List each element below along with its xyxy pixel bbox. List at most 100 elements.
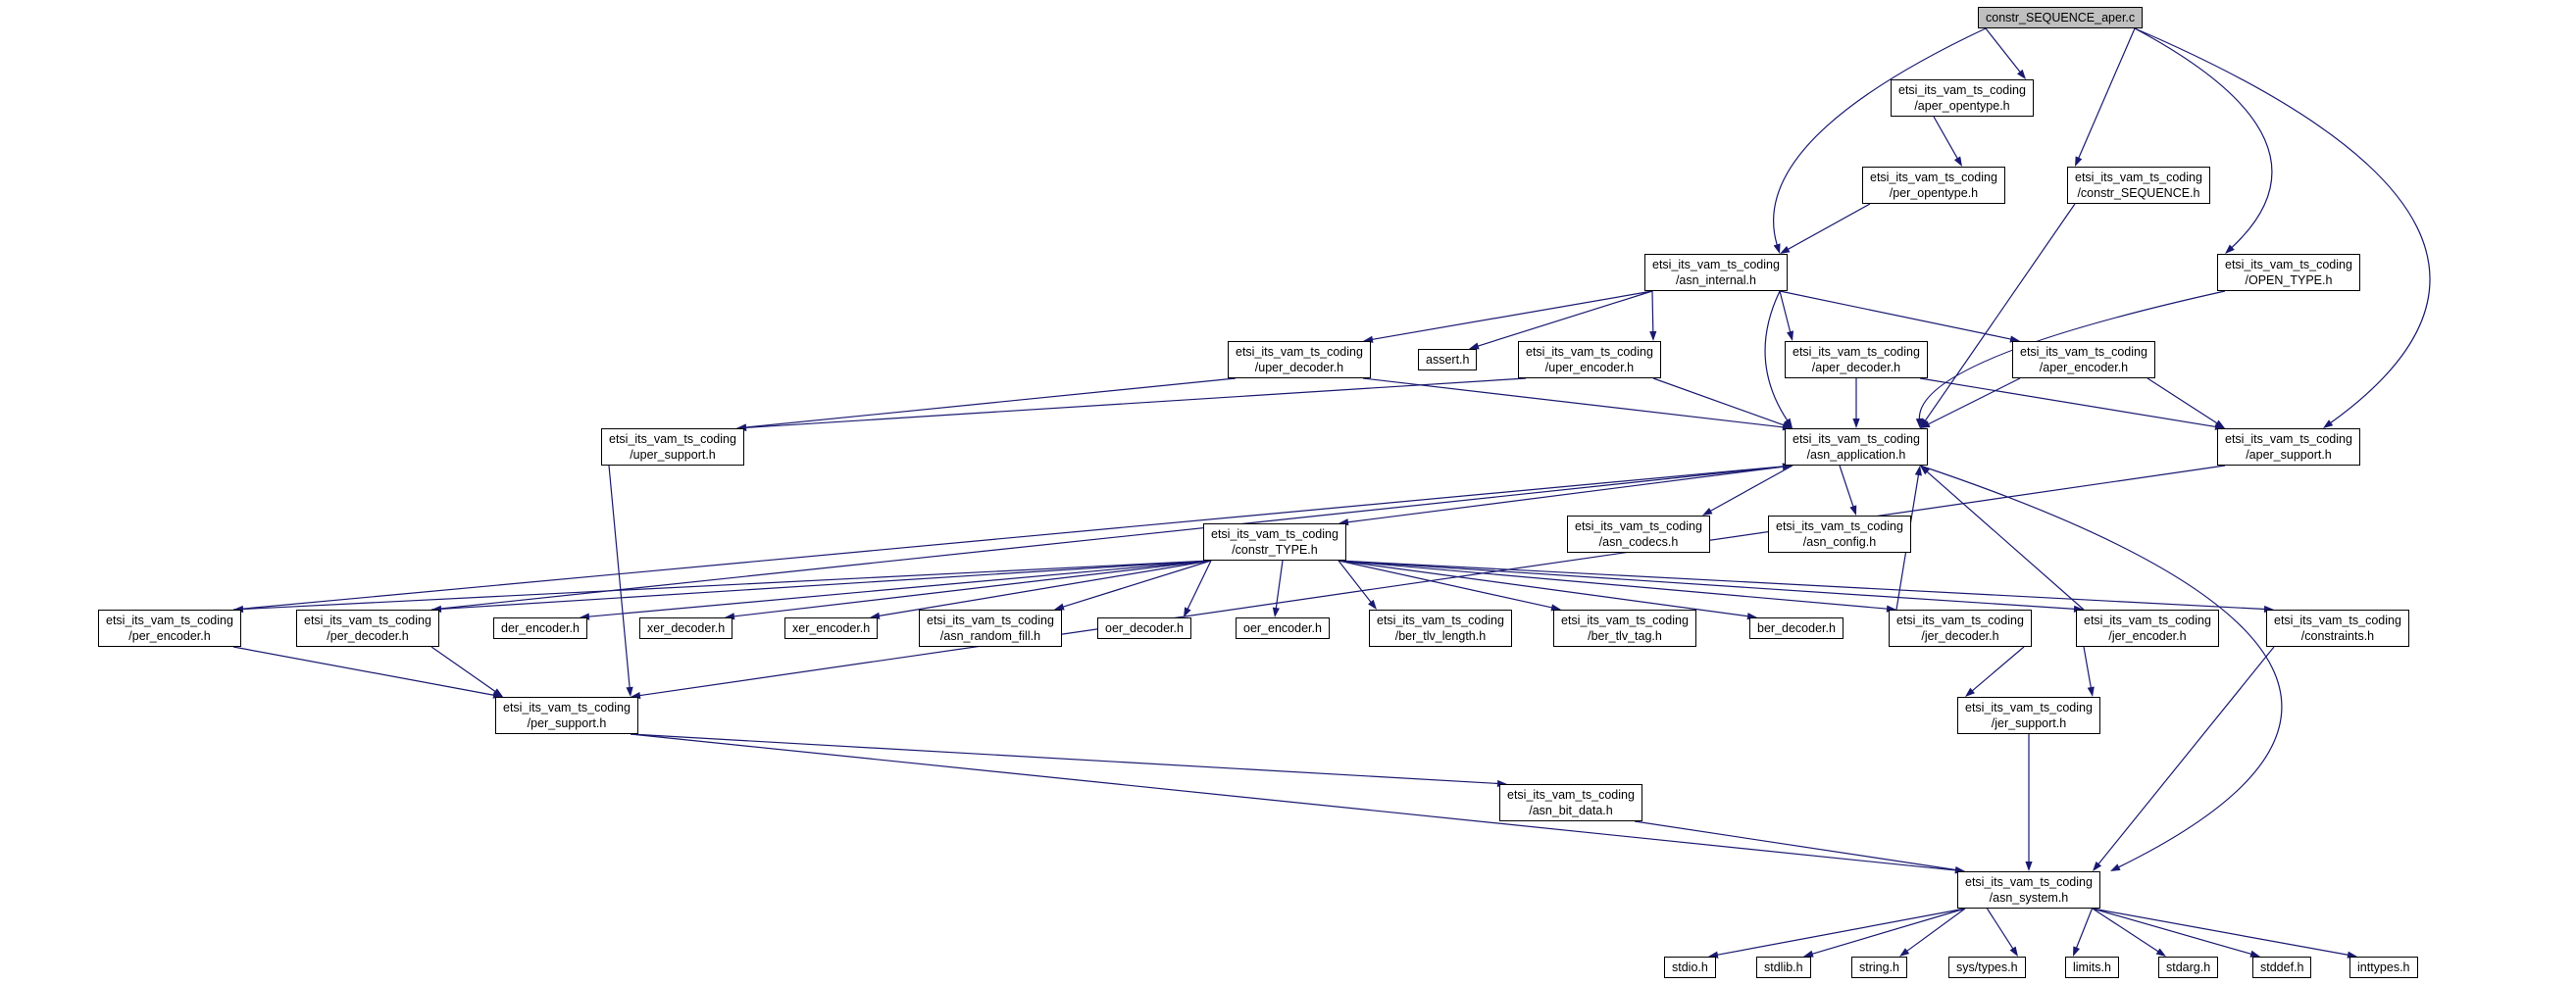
- graph-node-label: /asn_application.h: [1806, 448, 1906, 462]
- graph-node-jer_encoder_h[interactable]: etsi_its_vam_ts_coding/jer_encoder.h: [2076, 610, 2219, 647]
- graph-node-label: etsi_its_vam_ts_coding: [2225, 258, 2352, 271]
- graph-edge-asn_system_h--stdlib_h: [1811, 908, 1966, 956]
- graph-edge-asn_application_h--constr_TYPE_h: [1346, 465, 1793, 523]
- graph-edge-arrowhead: [1915, 418, 1923, 428]
- graph-edge-arrowhead: [2087, 686, 2095, 697]
- graph-edge-arrowhead: [1965, 687, 1975, 697]
- graph-edge-asn_system_h--string_h: [1905, 908, 1966, 953]
- graph-edge-jer_decoder_h--jer_support_h: [1971, 646, 2025, 692]
- graph-edge-constr_TYPE_h--ber_decoder_h: [1338, 560, 1749, 617]
- graph-edge-constr_SEQUENCE_aper_c--aper_opentype_h: [1985, 27, 2021, 74]
- graph-edge-jer_encoder_h--jer_support_h: [2083, 646, 2093, 689]
- graph-node-uper_decoder_h[interactable]: etsi_its_vam_ts_coding/uper_decoder.h: [1228, 341, 1371, 378]
- graph-node-aper_decoder_h[interactable]: etsi_its_vam_ts_coding/aper_decoder.h: [1785, 341, 1928, 378]
- graph-node-label: /uper_encoder.h: [1544, 361, 1635, 374]
- graph-edge-per_support_h--asn_bit_data_h: [630, 733, 1499, 785]
- graph-edge-constr_TYPE_h--der_encoder_h: [587, 560, 1212, 617]
- graph-node-asn_bit_data_h[interactable]: etsi_its_vam_ts_coding/asn_bit_data.h: [1499, 784, 1642, 821]
- graph-node-asn_system_h[interactable]: etsi_its_vam_ts_coding/asn_system.h: [1957, 871, 2100, 909]
- graph-edge-arrowhead: [1852, 419, 1860, 428]
- graph-edge-uper_encoder_h--asn_application_h: [1652, 377, 1785, 426]
- graph-edge-OPEN_TYPE_h--asn_application_h: [1918, 290, 2226, 420]
- graph-node-label: /OPEN_TYPE.h: [2245, 273, 2333, 287]
- graph-node-asn_codecs_h[interactable]: etsi_its_vam_ts_coding/asn_codecs.h: [1567, 516, 1710, 553]
- graph-node-label: /asn_codecs.h: [1598, 535, 1679, 549]
- graph-edge-constr_TYPE_h--oer_decoder_h: [1187, 560, 1212, 611]
- graph-node-aper_support_h[interactable]: etsi_its_vam_ts_coding/aper_support.h: [2217, 428, 2360, 466]
- graph-node-constraints_h[interactable]: etsi_its_vam_ts_coding/constraints.h: [2266, 610, 2409, 647]
- graph-node-aper_encoder_h[interactable]: etsi_its_vam_ts_coding/aper_encoder.h: [2012, 341, 2155, 378]
- graph-node-label: etsi_its_vam_ts_coding: [1652, 258, 1780, 271]
- graph-edge-uper_encoder_h--uper_support_h: [744, 377, 1527, 429]
- graph-edge-arrowhead: [1914, 466, 1922, 476]
- graph-edge-per_encoder_h--asn_application_h: [232, 466, 1785, 611]
- graph-edge-per_encoder_h--per_support_h: [232, 646, 495, 696]
- graph-node-uper_support_h[interactable]: etsi_its_vam_ts_coding/uper_support.h: [601, 428, 744, 466]
- graph-node-xer_encoder_h: xer_encoder.h: [784, 617, 879, 639]
- graph-node-asn_random_fill_h[interactable]: etsi_its_vam_ts_coding/asn_random_fill.h: [919, 610, 1062, 647]
- graph-node-label: ber_decoder.h: [1757, 621, 1836, 635]
- graph-edge-arrowhead: [2073, 946, 2081, 957]
- graph-node-label: stddef.h: [2260, 960, 2304, 974]
- graph-node-constr_TYPE_h[interactable]: etsi_its_vam_ts_coding/constr_TYPE.h: [1203, 523, 1346, 561]
- graph-edge-arrowhead: [2025, 862, 2033, 871]
- graph-node-ber_tlv_tag_h[interactable]: etsi_its_vam_ts_coding/ber_tlv_tag.h: [1553, 610, 1696, 647]
- graph-node-uper_encoder_h[interactable]: etsi_its_vam_ts_coding/uper_encoder.h: [1518, 341, 1661, 378]
- graph-edge-asn_internal_h--uper_encoder_h: [1651, 290, 1654, 333]
- graph-node-inttypes_h: inttypes.h: [2349, 957, 2418, 978]
- graph-edge-constr_TYPE_h--oer_encoder_h: [1275, 560, 1284, 610]
- graph-edge-asn_system_h--stdarg_h: [2092, 908, 2159, 953]
- graph-node-label: etsi_its_vam_ts_coding: [1870, 171, 1997, 184]
- graph-node-constr_SEQUENCE_h[interactable]: etsi_its_vam_ts_coding/constr_SEQUENCE.h: [2067, 167, 2210, 204]
- graph-node-label: /jer_encoder.h: [2108, 629, 2187, 643]
- graph-edge-arrowhead: [2155, 948, 2166, 957]
- graph-node-aper_opentype_h[interactable]: etsi_its_vam_ts_coding/aper_opentype.h: [1891, 79, 2034, 117]
- graph-node-sys_types_h: sys/types.h: [1948, 957, 2026, 978]
- graph-node-per_opentype_h[interactable]: etsi_its_vam_ts_coding/per_opentype.h: [1862, 167, 2005, 204]
- graph-edge-arrowhead: [1184, 607, 1191, 617]
- graph-node-OPEN_TYPE_h[interactable]: etsi_its_vam_ts_coding/OPEN_TYPE.h: [2217, 254, 2360, 291]
- graph-node-asn_application_h[interactable]: etsi_its_vam_ts_coding/asn_application.h: [1785, 428, 1928, 466]
- graph-edge-arrowhead: [2009, 946, 2018, 957]
- graph-node-asn_config_h[interactable]: etsi_its_vam_ts_coding/asn_config.h: [1768, 516, 1911, 553]
- graph-node-label: limits.h: [2073, 960, 2111, 974]
- graph-node-label: etsi_its_vam_ts_coding: [609, 432, 736, 446]
- graph-edge-aper_encoder_h--aper_support_h: [2147, 377, 2218, 424]
- graph-node-label: /jer_decoder.h: [1921, 629, 1999, 643]
- graph-edge-arrowhead: [1054, 603, 1065, 611]
- graph-node-asn_internal_h[interactable]: etsi_its_vam_ts_coding/asn_internal.h: [1644, 254, 1788, 291]
- graph-node-label: etsi_its_vam_ts_coding: [1896, 614, 2024, 627]
- graph-node-label: etsi_its_vam_ts_coding: [1898, 83, 2026, 97]
- graph-edge-arrowhead: [1708, 951, 1719, 959]
- graph-node-jer_support_h[interactable]: etsi_its_vam_ts_coding/jer_support.h: [1957, 697, 2100, 734]
- graph-edge-arrowhead: [2093, 861, 2102, 871]
- graph-node-per_encoder_h[interactable]: etsi_its_vam_ts_coding/per_encoder.h: [98, 610, 241, 647]
- graph-node-string_h: string.h: [1851, 957, 1907, 978]
- graph-node-per_support_h[interactable]: etsi_its_vam_ts_coding/per_support.h: [495, 697, 638, 734]
- graph-edge-arrowhead: [1899, 948, 1910, 957]
- graph-node-label: /per_support.h: [527, 716, 607, 730]
- graph-edge-arrowhead: [1849, 505, 1857, 516]
- graph-node-oer_encoder_h: oer_encoder.h: [1236, 617, 1330, 639]
- graph-edge-aper_opentype_h--per_opentype_h: [1933, 116, 1959, 160]
- graph-node-label: /ber_tlv_tag.h: [1588, 629, 1662, 643]
- graph-node-label: etsi_its_vam_ts_coding: [2020, 345, 2147, 359]
- graph-edge-per_decoder_h--per_support_h: [430, 646, 496, 693]
- graph-edge-arrowhead: [1649, 330, 1657, 341]
- graph-edge-arrowhead: [1920, 420, 1931, 428]
- graph-node-label: etsi_its_vam_ts_coding: [1793, 432, 1920, 446]
- graph-node-jer_decoder_h[interactable]: etsi_its_vam_ts_coding/jer_decoder.h: [1889, 610, 2032, 647]
- graph-edge-arrowhead: [2347, 951, 2357, 959]
- graph-node-label: etsi_its_vam_ts_coding: [1236, 345, 1363, 359]
- graph-node-label: /jer_support.h: [1991, 716, 2067, 730]
- graph-node-ber_tlv_length_h[interactable]: etsi_its_vam_ts_coding/ber_tlv_length.h: [1369, 610, 1512, 647]
- graph-edge-arrowhead: [1272, 607, 1280, 617]
- graph-edge-constr_TYPE_h--jer_encoder_h: [1338, 560, 2076, 611]
- graph-edge-arrowhead: [2323, 419, 2334, 428]
- graph-node-per_decoder_h[interactable]: etsi_its_vam_ts_coding/per_decoder.h: [296, 610, 439, 647]
- graph-edge-arrowhead: [2016, 69, 2026, 79]
- graph-edge-asn_system_h--limits_h: [2075, 908, 2094, 949]
- graph-edge-arrowhead: [1782, 421, 1793, 429]
